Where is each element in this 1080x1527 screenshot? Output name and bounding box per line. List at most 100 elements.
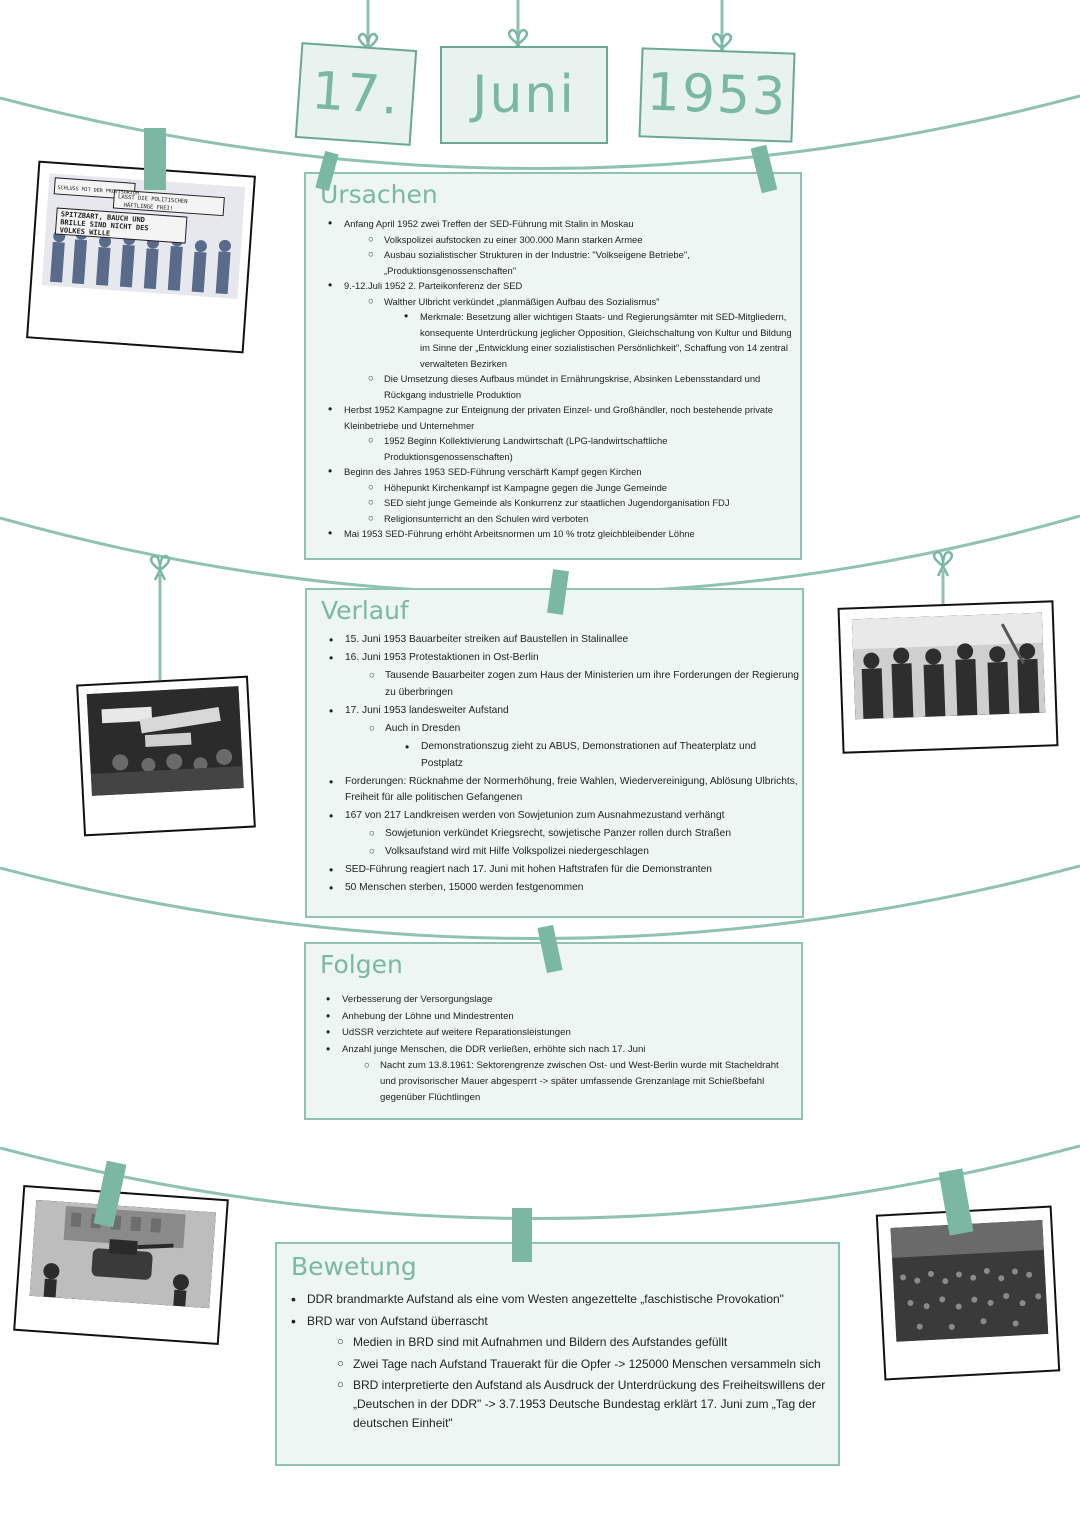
tank-photo xyxy=(29,1199,216,1309)
bullet-icon: • xyxy=(329,633,334,647)
list-item: ○ Die Umsetzung dieses Aufbaus mündet in … xyxy=(328,371,798,402)
list-item-text: Demonstrationszug zieht zu ABUS, Demonst… xyxy=(421,740,757,769)
list-item: • UdSSR verzichtete auf weitere Reparatio… xyxy=(326,1025,796,1041)
circle-bullet-icon: ○ xyxy=(369,828,375,840)
list-item: • 16. Juni 1953 Protestaktionen in Ost-Be… xyxy=(329,650,799,667)
bullet-icon: • xyxy=(329,809,334,824)
folgen-list: •Verbesserung der Versorgungslage•Anhebu… xyxy=(326,992,796,1106)
bullet-icon: • xyxy=(328,526,333,540)
list-item: •Anhebung der Löhne und Mindestrenten xyxy=(326,1009,796,1025)
protest-march-photo xyxy=(851,612,1046,720)
circle-bullet-icon: ○ xyxy=(337,1336,344,1349)
list-item: ○ Nacht zum 13.8.1961: Sektorengrenze zwi… xyxy=(326,1058,796,1105)
list-item-text: Auch in Dresden xyxy=(385,722,461,734)
circle-bullet-icon: ○ xyxy=(368,497,374,508)
bullet-icon: • xyxy=(404,309,409,323)
list-item-text: Anfang April 1952 zwei Treffen der SED-F… xyxy=(344,218,634,229)
list-item: ○ SED sieht junge Gemeinde als Konkurrenz… xyxy=(328,495,798,511)
circle-bullet-icon: ○ xyxy=(369,669,375,681)
list-item-text: 15. Juni 1953 Bauarbeiter streiken auf B… xyxy=(345,634,629,645)
bewertung-box: Bewetung •DDR brandmarkte Aufstand als e… xyxy=(275,1242,840,1466)
list-item: ○Zwei Tage nach Aufstand Trauerakt für d… xyxy=(291,1355,831,1374)
circle-bullet-icon: ○ xyxy=(368,233,374,245)
list-item: ○Höhepunkt Kirchenkampf ist Kampagne geg… xyxy=(328,480,798,496)
list-item-text: Herbst 1952 Kampagne zur Enteignung der … xyxy=(344,404,773,431)
list-item-text: Höhepunkt Kirchenkampf ist Kampagne gege… xyxy=(384,481,667,493)
list-item-text: Volkspolizei aufstocken zu einer 300.000… xyxy=(384,233,643,245)
list-item-text: Die Umsetzung dieses Aufbaus mündet in E… xyxy=(384,373,761,400)
ursachen-box: Ursachen •Anfang April 1952 zwei Treffen… xyxy=(304,172,802,560)
list-item-text: UdSSR verzichtete auf weitere Reparation… xyxy=(342,1027,571,1039)
list-item: •50 Menschen sterben, 15000 werden festg… xyxy=(329,880,799,897)
verlauf-list: • 15. Juni 1953 Bauarbeiter streiken auf … xyxy=(329,632,799,898)
list-item-text: BRD war von Aufstand überrascht xyxy=(307,1313,488,1328)
bullet-icon: • xyxy=(329,650,334,665)
list-item-text: Tausende Bauarbeiter zogen zum Haus der … xyxy=(385,669,799,698)
list-item-text: Religionsunterricht an den Schulen wird … xyxy=(384,512,589,524)
verlauf-heading: Verlauf xyxy=(321,596,409,625)
list-item-text: DDR brandmarkte Aufstand als eine vom We… xyxy=(307,1292,784,1306)
bullet-icon: • xyxy=(329,774,334,789)
circle-bullet-icon: ○ xyxy=(368,373,374,384)
circle-bullet-icon: ○ xyxy=(369,846,375,858)
list-item: •Demonstrationszug zieht zu ABUS, Demons… xyxy=(329,739,799,773)
circle-bullet-icon: ○ xyxy=(369,722,375,734)
list-item: • SED-Führung reagiert nach 17. Juni mit … xyxy=(329,862,799,879)
list-item: •Anzahl junge Menschen, die DDR verließe… xyxy=(326,1042,796,1058)
verlauf-box: Verlauf • 15. Juni 1953 Bauarbeiter strei… xyxy=(305,588,804,918)
list-item-text: Nacht zum 13.8.1961: Sektorengrenze zwis… xyxy=(380,1060,779,1103)
photo-frame xyxy=(76,675,256,837)
list-item-text: 1952 Beginn Kollektivierung Landwirtscha… xyxy=(384,435,668,462)
list-item: ○Volksaufstand wird mit Hilfe Volkspoliz… xyxy=(329,844,799,861)
photo-frame xyxy=(13,1184,229,1346)
title-year: 1953 xyxy=(645,62,789,128)
list-item: •Beginn des Jahres 1953 SED-Führung vers… xyxy=(328,464,798,480)
sign-text: LASST DIE POLITISCHEN xyxy=(118,194,188,205)
bullet-icon: • xyxy=(329,863,334,878)
title-year-card: 1953 xyxy=(638,47,796,143)
bullet-icon: • xyxy=(328,402,333,416)
circle-bullet-icon: ○ xyxy=(364,1060,370,1072)
list-item-text: 167 von 217 Landkreisen werden von Sowje… xyxy=(345,810,725,822)
circle-bullet-icon: ○ xyxy=(368,249,374,260)
list-item-text: 16. Juni 1953 Protestaktionen in Ost-Ber… xyxy=(345,651,539,663)
title-day: 17. xyxy=(309,60,403,128)
list-item-text: Medien in BRD sind mit Aufnahmen und Bil… xyxy=(353,1335,728,1350)
list-item-text: Sowjetunion verkündet Kriegsrecht, sowje… xyxy=(385,828,731,840)
bewertung-list: • DDR brandmarkte Aufstand als eine vom W… xyxy=(291,1290,831,1435)
photo-frame xyxy=(875,1205,1061,1381)
list-item-text: SED sieht junge Gemeinde als Konkurrenz … xyxy=(384,497,730,508)
list-item: ○ Medien in BRD sind mit Aufnahmen und Bi… xyxy=(291,1333,831,1352)
list-item: ○Walther Ulbricht verkündet „planmäßigen… xyxy=(328,294,798,310)
list-item-text: Anhebung der Löhne und Mindestrenten xyxy=(342,1010,514,1022)
list-item-text: Forderungen: Rücknahme der Normerhöhung,… xyxy=(345,775,798,804)
list-item: • Forderungen: Rücknahme der Normerhöhung… xyxy=(329,774,799,808)
list-item-text: Beginn des Jahres 1953 SED-Führung versc… xyxy=(344,466,642,477)
sign-text: SCHLUSS MIT DER PROVISORIUM xyxy=(57,185,139,197)
bullet-icon: • xyxy=(291,1312,296,1329)
title-day-card: 17. xyxy=(294,42,418,146)
list-item: ○ Tausende Bauarbeiter zogen zum Haus der… xyxy=(329,668,799,702)
bullet-icon: • xyxy=(329,703,334,718)
bullet-icon: • xyxy=(329,881,334,896)
list-item-text: SED-Führung reagiert nach 17. Juni mit h… xyxy=(345,864,712,876)
title-month: Juni xyxy=(472,65,576,125)
list-item: •Verbesserung der Versorgungslage xyxy=(326,992,796,1008)
list-item: •Merkmale: Besetzung aller wichtigen Sta… xyxy=(328,309,798,371)
crowd-gathering-photo xyxy=(890,1220,1049,1342)
sign-text: HÄFTLINGE FREI! xyxy=(123,202,173,212)
list-item: ○1952 Beginn Kollektivierung Landwirtsch… xyxy=(328,433,798,464)
list-item: ○ Sowjetunion verkündet Kriegsrecht, sowj… xyxy=(329,826,799,843)
list-item-text: 17. Juni 1953 landesweiter Aufstand xyxy=(345,704,509,716)
bullet-icon: • xyxy=(326,1025,331,1040)
circle-bullet-icon: ○ xyxy=(337,1379,344,1392)
circle-bullet-icon: ○ xyxy=(337,1357,344,1370)
list-item: ○ Volkspolizei aufstocken zu einer 300.00… xyxy=(328,232,798,248)
list-item: ○ Religionsunterricht an den Schulen wird… xyxy=(328,511,798,527)
bullet-icon: • xyxy=(291,1291,296,1307)
circle-bullet-icon: ○ xyxy=(368,512,374,524)
list-item: • 17. Juni 1953 landesweiter Aufstand xyxy=(329,703,799,720)
list-item: ○Ausbau sozialistischer Strukturen in de… xyxy=(328,247,798,278)
list-item-text: Verbesserung der Versorgungslage xyxy=(342,994,493,1005)
sign-text: VOLKES WILLE xyxy=(59,226,110,238)
